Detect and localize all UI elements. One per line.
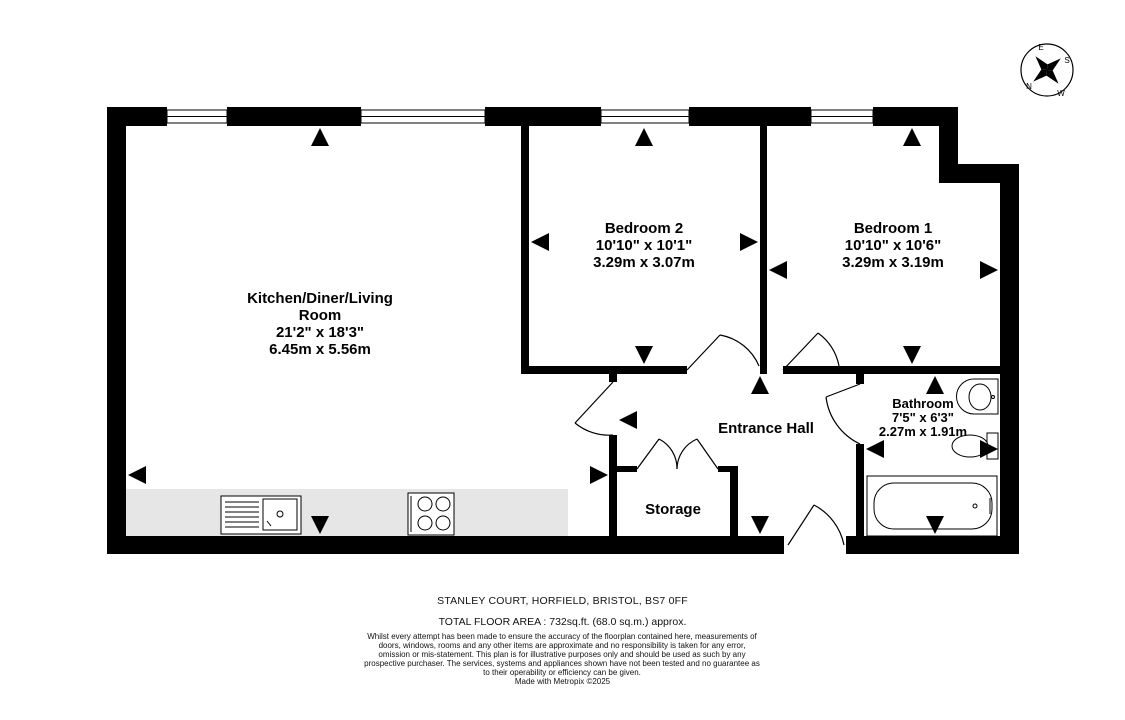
room-dimensions-imperial: 7'5" x 6'3"	[892, 410, 954, 425]
arrow-down-icon	[903, 346, 921, 364]
arrow-left-icon	[531, 233, 549, 251]
room-dimensions-metric: 3.29m x 3.19m	[842, 254, 944, 271]
made-with-credit: Made with Metropix ©2025	[514, 677, 611, 686]
basin-icon	[956, 378, 999, 415]
room-bathroom-label: Bathroom 7'5" x 6'3" 2.27m x 1.91m	[879, 396, 967, 439]
room-dimensions-imperial: 10'10" x 10'6"	[845, 237, 941, 254]
room-dimensions-imperial: 10'10" x 10'1"	[596, 237, 692, 254]
arrow-left-icon	[128, 466, 146, 484]
room-name: Bedroom 1	[854, 220, 932, 237]
room-name: Room	[299, 307, 342, 324]
room-bedroom1-label: Bedroom 1 10'10" x 10'6" 3.29m x 3.19m	[842, 220, 944, 271]
room-entrance-hall-label: Entrance Hall	[718, 420, 814, 437]
arrow-up-icon	[926, 376, 944, 394]
room-name: Bedroom 2	[605, 220, 683, 237]
disclaimer-text: Whilst every attempt has been made to en…	[364, 632, 760, 677]
room-name: Kitchen/Diner/Living	[247, 290, 393, 307]
compass-letter-w: W	[1057, 89, 1065, 98]
compass-rose-icon: N E S W	[1020, 43, 1074, 98]
room-dimensions-metric: 6.45m x 5.56m	[269, 341, 371, 358]
arrow-left-icon	[769, 261, 787, 279]
arrow-right-icon	[590, 466, 608, 484]
kitchen-counter	[126, 489, 568, 536]
doors	[574, 332, 861, 546]
arrow-up-icon	[751, 376, 769, 394]
compass-letter-e: E	[1038, 43, 1043, 52]
sink-icon	[220, 495, 302, 535]
arrow-up-icon	[311, 128, 329, 146]
room-dimensions-metric: 3.29m x 3.07m	[593, 254, 695, 271]
room-dimensions-metric: 2.27m x 1.91m	[879, 424, 967, 439]
walls	[107, 107, 1019, 554]
arrow-right-icon	[740, 233, 758, 251]
arrow-left-icon	[619, 411, 637, 429]
dimension-arrows	[128, 128, 998, 534]
arrow-right-icon	[980, 261, 998, 279]
arrow-down-icon	[635, 346, 653, 364]
property-address: STANLEY COURT, HORFIELD, BRISTOL, BS7 0F…	[437, 595, 688, 607]
arrow-up-icon	[903, 128, 921, 146]
arrow-up-icon	[635, 128, 653, 146]
room-kitchen-label: Kitchen/Diner/Living Room 21'2" x 18'3" …	[247, 290, 393, 358]
arrow-right-icon	[980, 440, 998, 458]
room-bedroom2-label: Bedroom 2 10'10" x 10'1" 3.29m x 3.07m	[593, 220, 695, 271]
compass-letter-n: N	[1026, 82, 1032, 91]
room-dimensions-imperial: 21'2" x 18'3"	[276, 324, 364, 341]
floor-plan: Kitchen/Diner/Living Room 21'2" x 18'3" …	[107, 43, 1074, 554]
total-floor-area: TOTAL FLOOR AREA : 732sq.ft. (68.0 sq.m.…	[438, 616, 687, 628]
arrow-left-icon	[866, 440, 884, 458]
hob-icon	[407, 492, 455, 536]
windows	[166, 109, 874, 124]
arrow-down-icon	[926, 516, 944, 534]
compass-letter-s: S	[1064, 56, 1069, 65]
room-storage-label: Storage	[645, 501, 701, 518]
room-name: Bathroom	[892, 396, 953, 411]
arrow-down-icon	[751, 516, 769, 534]
arrow-down-icon	[311, 516, 329, 534]
